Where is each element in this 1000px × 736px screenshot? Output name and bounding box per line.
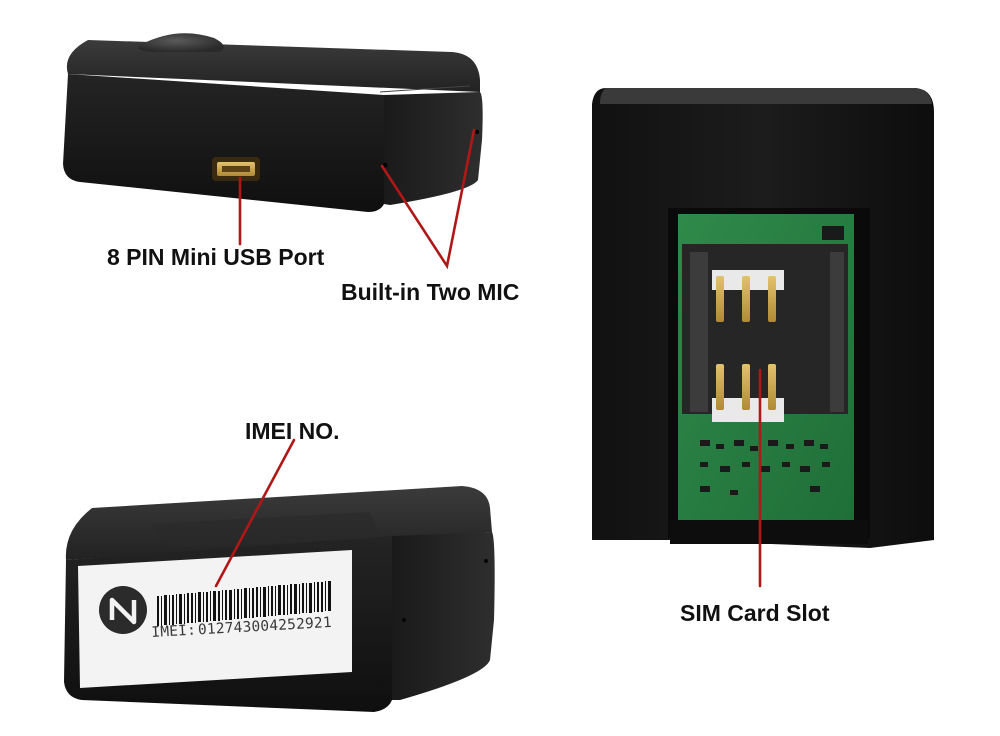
barcode-icon [157, 581, 331, 626]
sim-slot-label: SIM Card Slot [680, 600, 830, 626]
callout-lines [214, 128, 762, 588]
device-imei-view [64, 486, 495, 712]
usb-port-label: 8 PIN Mini USB Port [107, 244, 325, 270]
device-sim-view [592, 88, 934, 548]
device-front-face [63, 74, 384, 212]
pcb-components [700, 226, 844, 495]
imei-prefix: IMEI: [151, 622, 197, 641]
power-button-icon [138, 33, 224, 52]
callout-line-mic [380, 128, 476, 270]
device-side-face [384, 92, 483, 205]
mic-label: Built-in Two MIC [341, 279, 520, 305]
device-top-face [66, 40, 480, 92]
device-usb-view [63, 33, 483, 212]
callout-line-imei [214, 438, 296, 588]
imei-label: IMEI NO. [245, 418, 340, 444]
mic-hole-icon [474, 129, 480, 135]
device-side-face [392, 532, 495, 700]
sim-contacts-icon [716, 276, 776, 410]
